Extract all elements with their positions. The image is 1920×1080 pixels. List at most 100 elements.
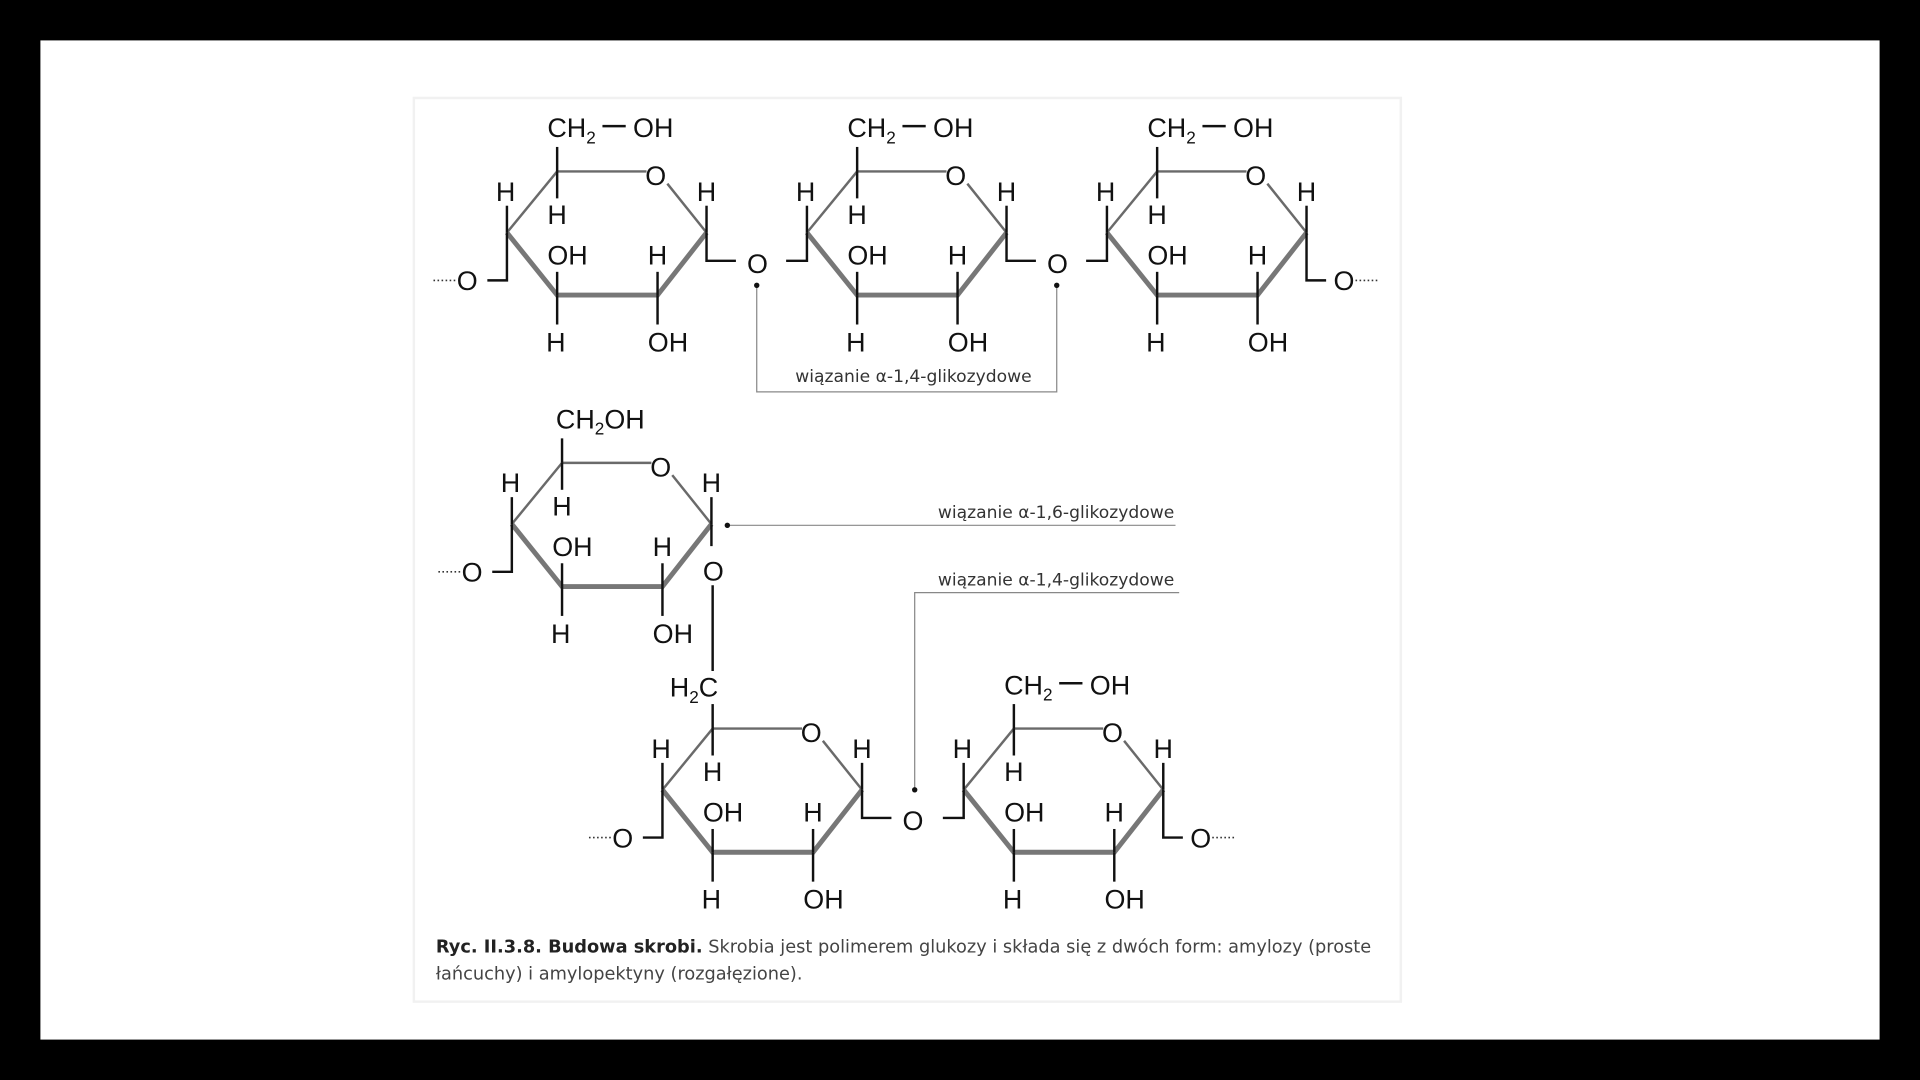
hydroxyl-label: OH (1104, 885, 1144, 915)
ring-bond-front (805, 231, 1009, 298)
ring-bond-front (660, 788, 864, 855)
hydrogen-label: H (1147, 200, 1166, 230)
hydroxyl-label: OH (633, 113, 673, 143)
hydrogen-label: H (501, 468, 520, 498)
hydroxyl-label: OH (1233, 113, 1273, 143)
ring-bond (966, 182, 1008, 234)
glycosidic-oxygen: O (1333, 266, 1354, 296)
hydrogen-label: H (547, 200, 566, 230)
hydrogen-label: H (1004, 757, 1023, 787)
figure-card (412, 96, 1403, 1003)
bond (1005, 232, 1036, 263)
hydroxyl-label: OH (552, 532, 592, 562)
ring-oxygen: O (650, 452, 671, 482)
figure-caption: Ryc. II.3.8. Budowa skrobi. Skrobia jest… (436, 938, 1371, 985)
hydrogen-label: H (702, 885, 721, 915)
ring-oxygen: O (1245, 161, 1266, 191)
hydroxyl-label: OH (803, 885, 843, 915)
hydrogen-label: H (697, 177, 716, 207)
ring-bond (1266, 182, 1308, 234)
ring-oxygen: O (645, 161, 666, 191)
hydrogen-label: H (651, 734, 670, 764)
hydrogen-label: H (948, 240, 967, 270)
bond (786, 232, 809, 263)
hydrogen-label: H (846, 327, 865, 357)
annotation-alpha14-top: wiązanie α-1,4-glikozydowe (754, 282, 1060, 393)
caption-label: Ryc. II.3.8. Budowa skrobi. (436, 938, 703, 958)
annotation-alpha16: wiązanie α-1,6-glikozydowe (724, 503, 1176, 528)
hydroxyl-label: OH (653, 619, 693, 649)
hydrogen-label: H (1003, 885, 1022, 915)
bond (492, 524, 514, 574)
ring-bond (805, 170, 859, 234)
bond (642, 789, 664, 839)
hydrogen-label: H (551, 619, 570, 649)
annotation-label: wiązanie α-1,6-glikozydowe (938, 503, 1174, 523)
bond (860, 789, 892, 820)
bridging-oxygen: O (902, 806, 923, 836)
ring-bond (1105, 170, 1159, 234)
hydrogen-label: H (1248, 240, 1267, 270)
ring-bond-front (1105, 231, 1309, 298)
caption-text-line1: Skrobia jest polimerem glukozy i składa … (708, 938, 1371, 958)
hydroxyl-label: OH (1004, 798, 1044, 828)
ring-bond (1123, 740, 1165, 791)
bond (1305, 232, 1327, 282)
hydrogen-label: H (852, 734, 871, 764)
ring-bond (671, 474, 713, 525)
bridging-oxygen: O (747, 249, 768, 279)
annotation-label: wiązanie α-1,4-glikozydowe (795, 367, 1031, 387)
bond (487, 232, 509, 282)
hydroxyl-label: OH (1147, 240, 1187, 270)
ring-oxygen: O (945, 161, 966, 191)
glycosidic-oxygen: O (612, 823, 633, 853)
hydrogen-label: H (702, 468, 721, 498)
hydrogen-label: H (1104, 798, 1123, 828)
hydrogen-label: H (796, 177, 815, 207)
hydroxyl-label: OH (1090, 670, 1130, 700)
hydrogen-label: H (1153, 734, 1172, 764)
hydroxyl-label: OH (847, 240, 887, 270)
hydroxyl-label: OH (933, 113, 973, 143)
ring-bond-front (961, 788, 1166, 855)
bond (1162, 789, 1183, 839)
hydrogen-label: H (653, 532, 672, 562)
glycosidic-oxygen: O (1190, 823, 1211, 853)
hydrogen-label: H (847, 200, 866, 230)
hydroxyl-label: OH (703, 798, 743, 828)
hydroxyl-label: OH (1248, 327, 1288, 357)
ring-bond-front (505, 231, 709, 298)
annotation-alpha14-bottom: wiązanie α-1,4-glikozydowe (912, 570, 1180, 793)
ring-oxygen: O (1102, 718, 1123, 748)
ring-bond (505, 170, 559, 234)
glycosidic-oxygen: O (462, 558, 483, 588)
ring-bond (666, 182, 708, 234)
hydrogen-label: H (997, 177, 1016, 207)
hydroxyl-label: OH (547, 240, 587, 270)
hydrogen-label: H (1146, 327, 1165, 357)
caption-text-line2: łańcuchy) i amylopektyny (rozgałęzione). (436, 965, 803, 985)
bond (1086, 232, 1109, 263)
hydrogen-label: H (803, 798, 822, 828)
ring-bond (661, 727, 714, 791)
glycosidic-oxygen: O (457, 266, 478, 296)
bond (705, 232, 736, 263)
annotation-label: wiązanie α-1,4-glikozydowe (938, 570, 1174, 590)
ring-bond (821, 740, 863, 791)
hydrogen-label: H (953, 734, 972, 764)
svg-text:Ryc. II.3.8. Budowa skrobi. Sk: Ryc. II.3.8. Budowa skrobi. Skrobia jest… (436, 938, 1371, 958)
hydroxyl-label: OH (948, 327, 988, 357)
hydrogen-label: H (648, 240, 667, 270)
ring-oxygen: O (801, 718, 822, 748)
hydrogen-label: H (496, 177, 515, 207)
hydrogen-label: H (546, 327, 565, 357)
bond (942, 789, 965, 820)
ring-bond-front (509, 522, 714, 589)
hydroxyl-label: OH (648, 327, 688, 357)
